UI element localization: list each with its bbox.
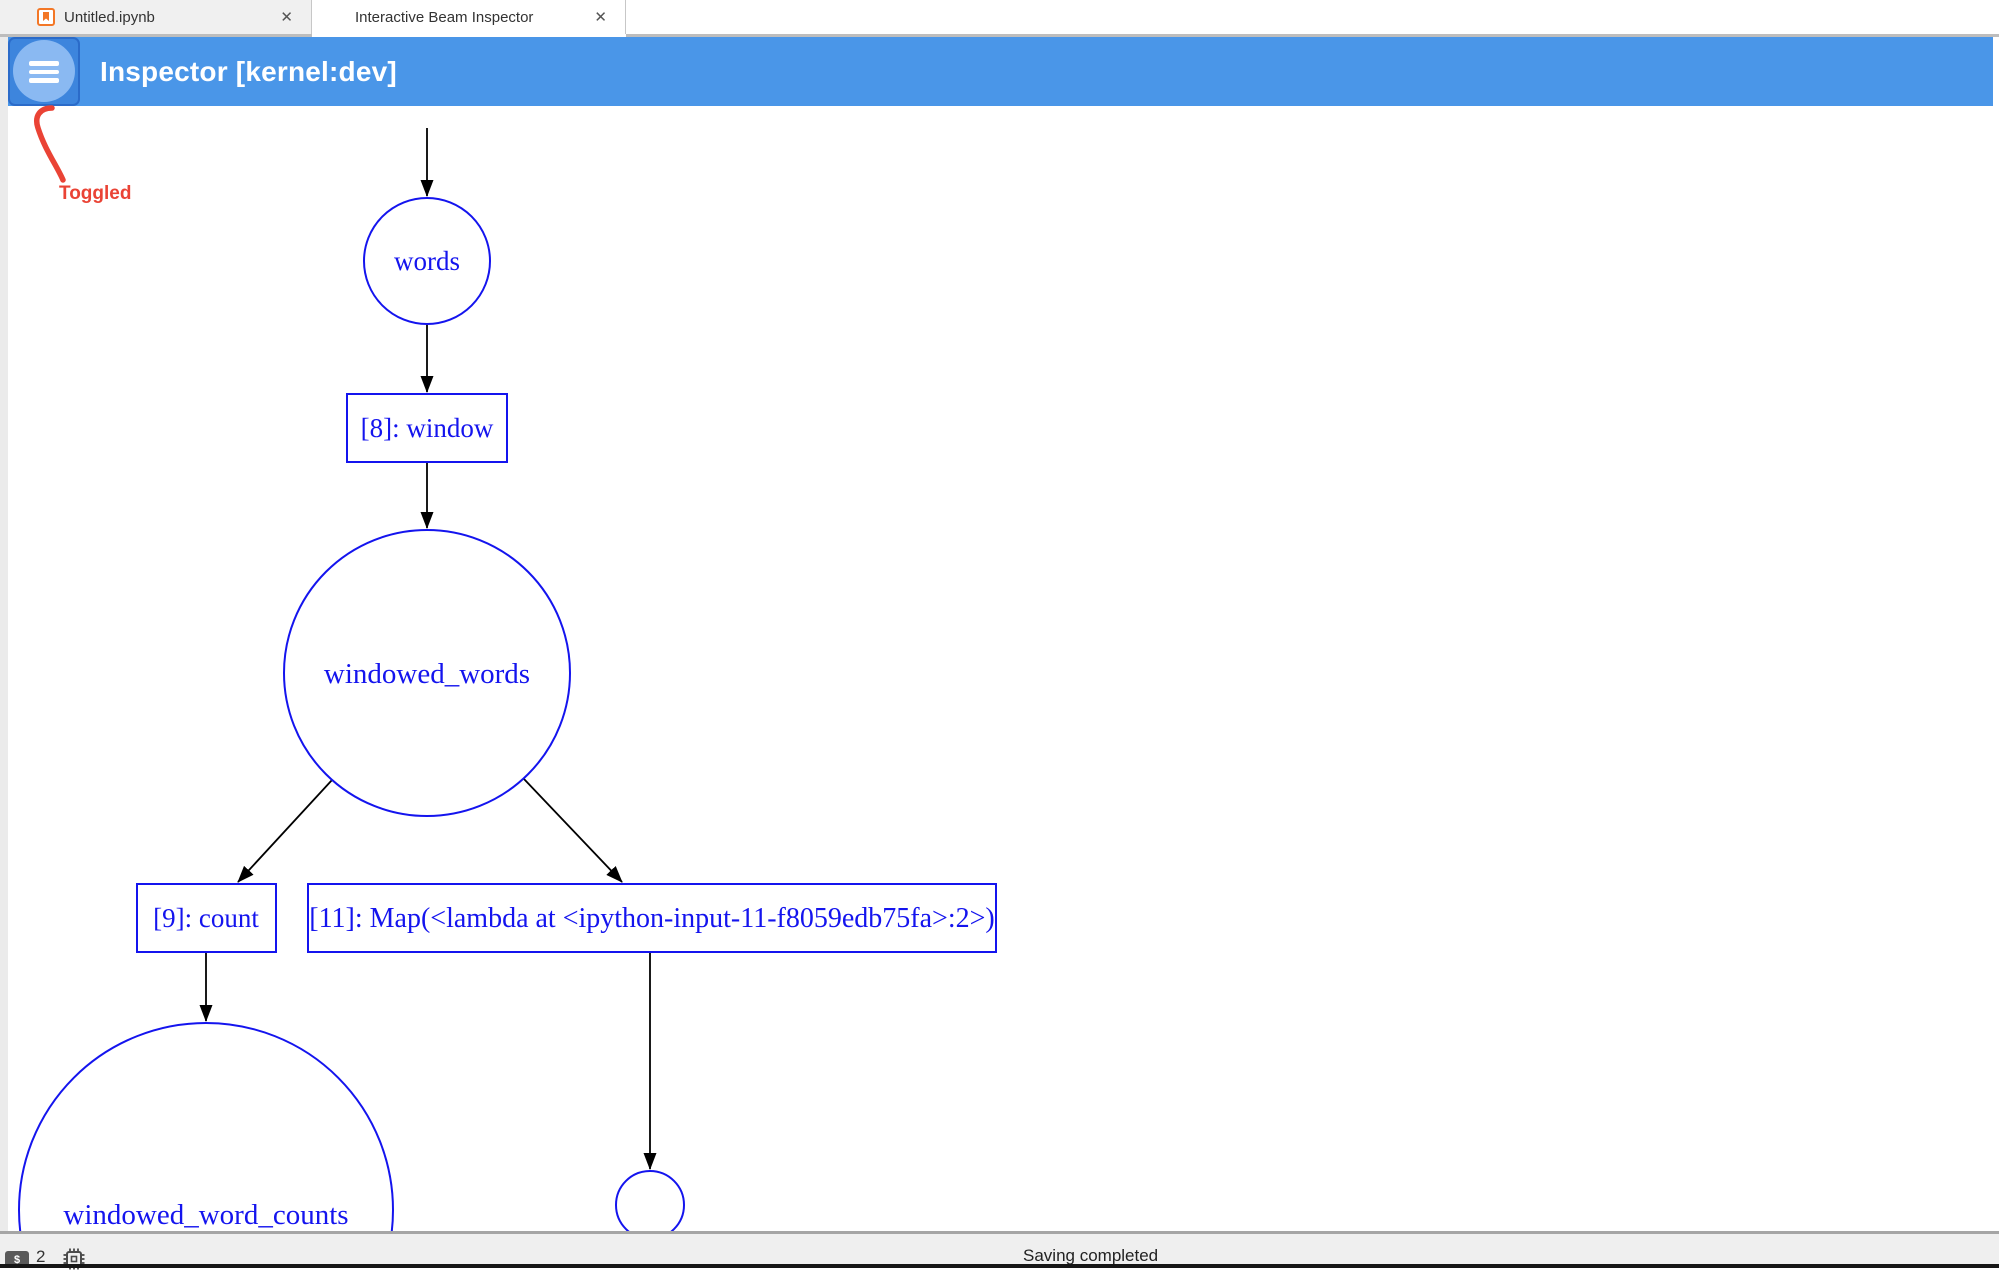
close-icon[interactable]: ✕ (280, 9, 293, 26)
left-gutter (0, 37, 8, 1232)
status-message: Saving completed (1023, 1246, 1159, 1265)
node-unnamed-pcollection[interactable] (615, 1170, 685, 1232)
node-count[interactable] (136, 883, 277, 953)
tab-beam-inspector[interactable]: Interactive Beam Inspector ✕ (312, 0, 626, 34)
page-title: Inspector [kernel:dev] (100, 56, 397, 87)
node-words[interactable] (363, 197, 491, 325)
edge-windowed-words-count (237, 779, 333, 883)
active-tab-connector (312, 34, 626, 37)
node-window-label: [8]: window (361, 413, 494, 443)
window-bottom-edge (0, 1264, 1999, 1268)
tab-label: Untitled.ipynb (64, 8, 155, 26)
node-map-label: [11]: Map(<lambda at <ipython-input-11-f… (309, 903, 994, 934)
tab-untitled-notebook[interactable]: Untitled.ipynb ✕ (0, 0, 312, 34)
tabbar-bottom-border (0, 34, 1999, 37)
notebook-icon (37, 8, 55, 26)
terminal-badge-glyph: $ (13, 1253, 21, 1266)
node-words-label: words (394, 246, 460, 276)
close-icon[interactable]: ✕ (594, 9, 607, 26)
edge-windowed-words-map (523, 778, 623, 883)
node-windowed-word-counts[interactable] (18, 1022, 394, 1232)
hamburger-icon (29, 61, 59, 83)
terminal-icon[interactable]: $ (5, 1251, 29, 1268)
node-windowed-word-counts-label: windowed_word_counts (63, 1199, 348, 1231)
node-window[interactable] (346, 393, 508, 463)
node-windowed-words[interactable] (283, 529, 571, 817)
pipeline-graph: words [8]: window windowed_words [9]: co… (18, 128, 997, 1232)
inspector-header-bar (8, 37, 1993, 106)
status-bar (0, 1234, 1999, 1268)
toggled-annotation-label: Toggled (59, 183, 132, 204)
node-count-label: [9]: count (153, 903, 259, 933)
tab-label: Interactive Beam Inspector (355, 8, 534, 26)
content-bottom-border (0, 1231, 1999, 1234)
node-windowed-words-label: windowed_words (324, 658, 530, 690)
annotation-arrow (34, 105, 66, 183)
kernel-sessions-count[interactable]: 2 (36, 1247, 46, 1266)
menu-toggle-button[interactable] (8, 37, 80, 106)
tab-bar: Untitled.ipynb ✕ Interactive Beam Inspec… (0, 0, 1999, 34)
node-map[interactable] (307, 883, 997, 953)
